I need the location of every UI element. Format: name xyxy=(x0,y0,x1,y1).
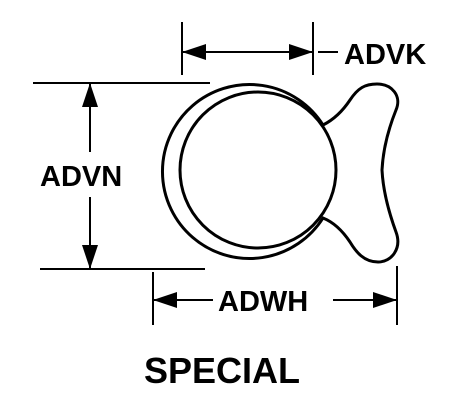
arrowhead-bottom-left xyxy=(153,292,177,308)
seal-profile xyxy=(160,82,400,264)
arrowhead-left-bottom xyxy=(82,245,98,269)
arrowhead-top-right xyxy=(289,44,313,60)
label-advn: ADVN xyxy=(40,161,122,193)
caption-special: SPECIAL xyxy=(144,350,300,391)
arrowhead-left-top xyxy=(82,83,98,107)
dimension-left: ADVN xyxy=(33,82,210,270)
seal-outer-contour xyxy=(160,82,400,264)
dimension-top: ADVK xyxy=(181,22,426,75)
arrowhead-top-left xyxy=(182,44,206,60)
label-advk: ADVK xyxy=(344,39,426,71)
seal-inner-bore xyxy=(178,90,338,250)
dimension-bottom: ADWH xyxy=(152,266,398,325)
label-adwh: ADWH xyxy=(218,286,308,318)
arrowhead-bottom-right xyxy=(373,292,397,308)
